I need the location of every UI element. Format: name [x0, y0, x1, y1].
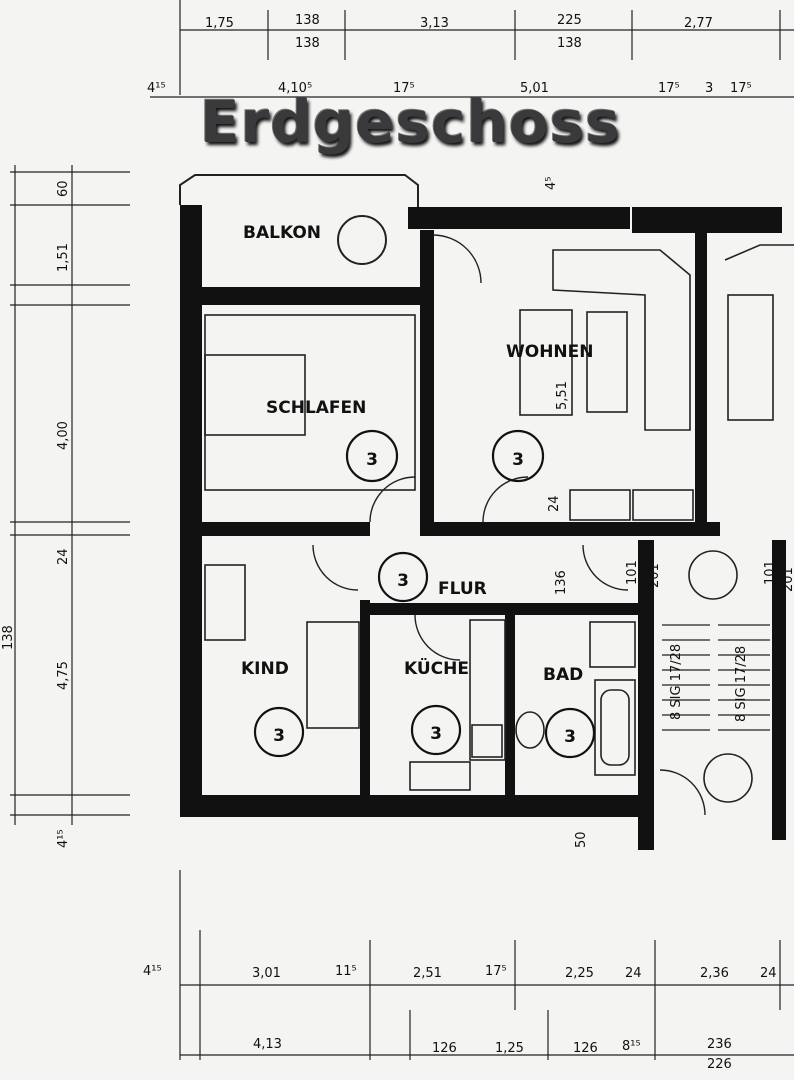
staircase — [662, 624, 770, 731]
room-marker: 3 — [366, 450, 378, 470]
room-marker: 3 — [564, 727, 576, 747]
dimension-label: 136 — [554, 570, 569, 595]
room-markers — [253, 429, 596, 759]
dimension-label: 50 — [574, 831, 589, 848]
dimension-label: 4,75 — [56, 661, 71, 690]
dimension-label: 1,25 — [495, 1041, 524, 1056]
dimension-label: 1,75 — [205, 16, 234, 31]
room-marker: 3 — [273, 726, 285, 746]
dimension-label: 17⁵ — [393, 81, 415, 96]
room-label-kind: KIND — [241, 659, 289, 679]
dimension-label: 17⁵ — [658, 81, 680, 96]
dimension-label: 2,25 — [565, 966, 594, 981]
dimension-label: 24 — [760, 966, 777, 981]
dimension-label: 138 — [557, 36, 582, 51]
dimension-label: 126 — [573, 1041, 598, 1056]
dimension-label: 2,51 — [413, 966, 442, 981]
dimension-label: 101 — [763, 560, 778, 585]
room-marker: 3 — [512, 450, 524, 470]
stair-label: 8 SIG 17/28 — [669, 644, 684, 720]
dimension-label: 4,00 — [56, 421, 71, 450]
room-label-wohnen: WOHNEN — [506, 342, 594, 362]
dimension-label: 8¹⁵ — [622, 1039, 641, 1054]
dimension-label: 226 — [707, 1057, 732, 1072]
room-marker: 3 — [430, 724, 442, 744]
room-label-balkon: BALKON — [243, 223, 321, 243]
room-label-bad: BAD — [543, 665, 583, 685]
dimension-label: 138 — [295, 13, 320, 28]
dimension-label: 126 — [432, 1041, 457, 1056]
dimension-label: 4¹⁵ — [147, 81, 166, 96]
dimension-label: 2,77 — [684, 16, 713, 31]
dimension-label: 201 — [647, 563, 662, 588]
dimension-label: 101 — [625, 560, 640, 585]
balcony — [179, 174, 419, 265]
dimension-label: 5,01 — [520, 81, 549, 96]
page-title: Erdgeschoss — [200, 88, 621, 156]
dimension-label: 4¹⁵ — [143, 964, 162, 979]
dimension-label: 1,51 — [56, 243, 71, 272]
dimension-label: 2,36 — [700, 966, 729, 981]
dimension-lines — [10, 0, 794, 1060]
dimension-label: 225 — [557, 13, 582, 28]
dimension-label: 138 — [295, 36, 320, 51]
dimension-label: 3,13 — [420, 16, 449, 31]
dimension-label: 201 — [781, 567, 794, 592]
dimension-label: 138 — [1, 625, 16, 650]
dimension-label: 60 — [56, 180, 71, 197]
dimension-label: 24 — [625, 966, 642, 981]
dimension-label: 3,01 — [252, 966, 281, 981]
dimension-label: 4,13 — [253, 1037, 282, 1052]
doors — [312, 234, 706, 816]
dimension-label: 5,51 — [555, 381, 570, 410]
dimension-label: 17⁵ — [485, 964, 507, 979]
room-label-schlafen: SCHLAFEN — [266, 398, 366, 418]
walls — [180, 205, 786, 850]
dimension-label: 4¹⁵ — [56, 829, 71, 848]
dimension-label: 4⁵ — [544, 177, 559, 190]
furniture — [204, 244, 794, 803]
dimension-label: 17⁵ — [730, 81, 752, 96]
stair-label: 8 SIG 17/28 — [734, 646, 749, 722]
room-label-flur: FLUR — [438, 579, 487, 599]
dimension-label: 3 — [705, 81, 713, 96]
dimension-label: 11⁵ — [335, 964, 357, 979]
room-label-kueche: KÜCHE — [404, 657, 469, 679]
dimension-label: 24 — [56, 548, 71, 565]
room-marker: 3 — [397, 571, 409, 591]
dimension-label: 4,10⁵ — [278, 81, 312, 96]
dimension-label: 24 — [547, 495, 562, 512]
dimension-label: 236 — [707, 1037, 732, 1052]
